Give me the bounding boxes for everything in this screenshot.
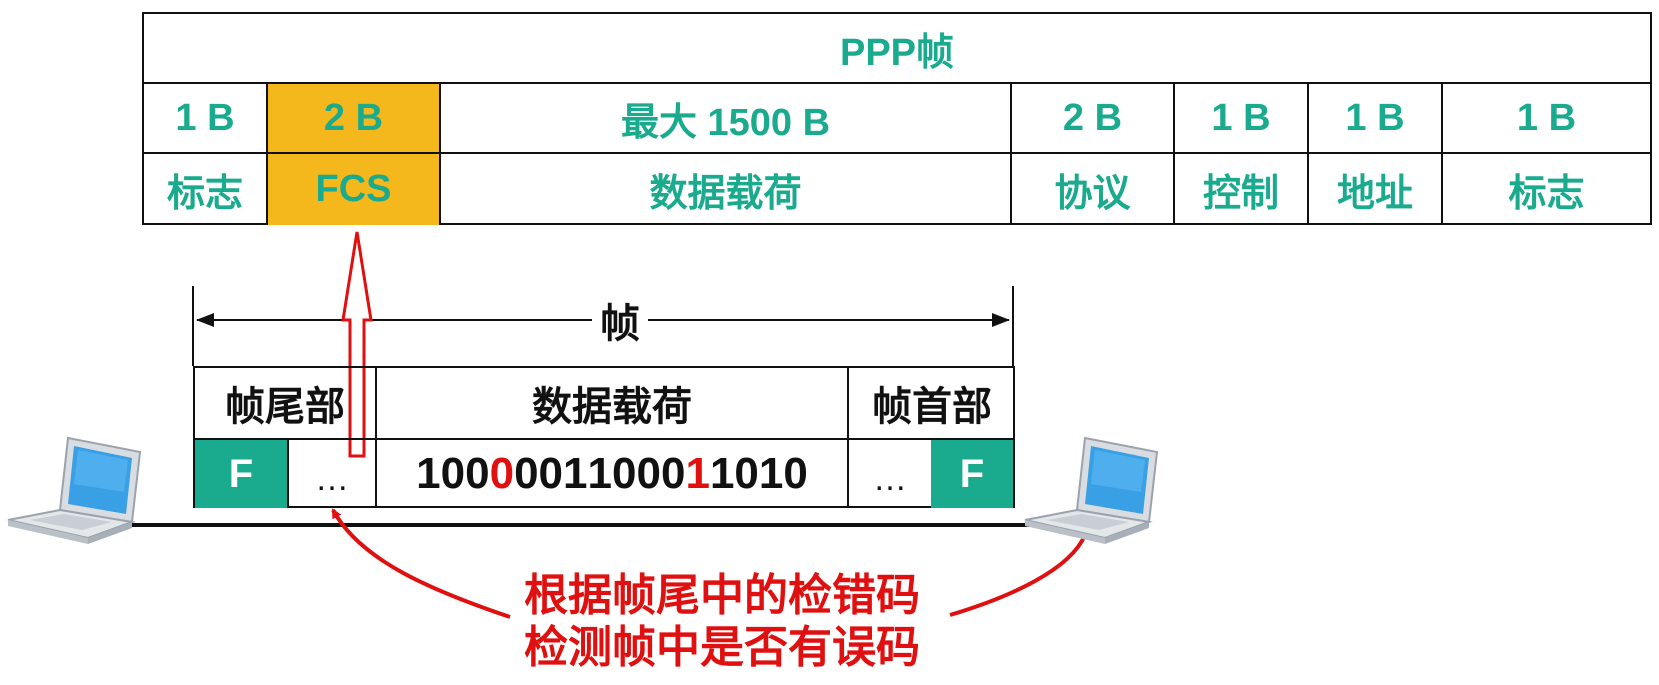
field-size: 1 B <box>1309 84 1441 154</box>
caption-line-1: 根据帧尾中的检错码 <box>524 571 920 620</box>
laptop-icon <box>7 436 142 544</box>
bit: 0 <box>538 449 564 498</box>
frame-span-label: 帧 <box>592 297 648 346</box>
bit: 0 <box>636 449 661 498</box>
bit: 1 <box>758 449 784 498</box>
error-bit: 0 <box>489 449 515 498</box>
fcs-pointer-arrow <box>341 231 373 458</box>
bit: 1 <box>709 449 735 498</box>
field-name: 协议 <box>1054 172 1131 215</box>
frame-header-header: 帧首部 <box>872 385 992 429</box>
ppp-field-protocol: 2 B 协议 <box>1010 84 1173 225</box>
bit: 0 <box>660 449 686 498</box>
laptop-icon <box>1024 436 1159 544</box>
divider <box>847 368 849 508</box>
ppp-field-address: 1 B 地址 <box>1307 84 1441 225</box>
header-ellipsis: … <box>849 438 931 508</box>
bit: 1 <box>416 449 441 498</box>
error-bit: 1 <box>685 449 710 498</box>
ppp-field-flag-right: 1 B 标志 <box>1441 84 1650 225</box>
field-size: 1 B <box>144 84 266 154</box>
ppp-frame-title: PPP帧 <box>144 14 1650 84</box>
field-size: 1 B <box>1175 84 1307 154</box>
bit: 0 <box>514 449 539 498</box>
ppp-field-fcs: 2 B FCS <box>266 84 439 225</box>
ppp-field-flag-left: 1 B 标志 <box>144 84 266 225</box>
field-name: 控制 <box>1202 172 1279 215</box>
frame-trailer-header: 帧尾部 <box>225 385 345 429</box>
bit: 1 <box>563 449 588 498</box>
divider <box>375 368 377 508</box>
arrowhead-right-icon <box>992 313 1010 327</box>
frame-payload-header: 数据载荷 <box>532 385 692 429</box>
bit: 0 <box>783 449 808 498</box>
bit: 0 <box>465 449 490 498</box>
field-size: 1 B <box>1443 84 1650 154</box>
field-size: 2 B <box>268 84 439 154</box>
bit: 0 <box>440 449 466 498</box>
field-name: 标志 <box>1508 172 1585 215</box>
bit: 0 <box>734 449 759 498</box>
field-size: 最大 1500 B <box>441 84 1010 154</box>
error-detection-caption: 根据帧尾中的检错码 检测帧中是否有误码 <box>512 570 932 674</box>
flag-right: F <box>931 438 1013 508</box>
ppp-field-payload: 最大 1500 B 数据载荷 <box>439 84 1010 225</box>
curve-to-right-laptop <box>949 534 1087 617</box>
field-name: FCS <box>315 167 392 210</box>
field-name: 数据载荷 <box>649 172 802 215</box>
ppp-frame-table: PPP帧 1 B 标志 2 B FCS 最大 1500 B 数据载荷 2 B 协… <box>142 12 1652 225</box>
curve-arrow-to-trailer <box>331 508 511 619</box>
trailer-ellipsis: … <box>287 438 375 508</box>
field-name: 标志 <box>166 172 243 215</box>
ppp-field-control: 1 B 控制 <box>1173 84 1307 225</box>
bit: 0 <box>612 449 637 498</box>
arrowhead-left-icon <box>196 313 214 327</box>
flag-left: F <box>195 438 287 508</box>
field-name: 地址 <box>1336 172 1413 215</box>
field-size: 2 B <box>1012 84 1173 154</box>
caption-line-2: 检测帧中是否有误码 <box>524 623 920 672</box>
bit: 1 <box>587 449 612 498</box>
